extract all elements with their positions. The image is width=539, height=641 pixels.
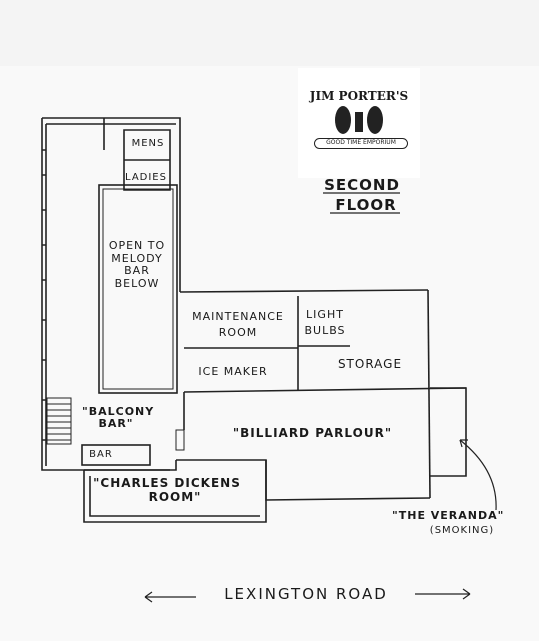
floor-title-line1: SECOND — [324, 176, 400, 194]
dickens-room-label-2: ROOM" — [148, 490, 202, 504]
billiard-parlour-label: "BILLIARD PARLOUR" — [232, 426, 393, 440]
storage-bottom-wall — [183, 387, 467, 393]
stairs-outline — [46, 397, 72, 445]
veranda-arrow-head — [459, 439, 468, 448]
billiard-stair — [175, 429, 185, 451]
maintenance-label-1: MAINTENANCE — [192, 310, 284, 323]
title-underline — [323, 192, 400, 214]
logo-figures-icon — [335, 106, 383, 134]
mens-label: MENS — [131, 138, 165, 149]
window-marks — [42, 149, 46, 441]
street-arrow-right — [415, 588, 471, 600]
smoking-label: (SMOKING) — [429, 525, 495, 536]
street-label: LEXINGTON ROAD — [224, 585, 388, 603]
right-wing-right-wall — [427, 289, 431, 499]
bar-line: BAR — [124, 264, 150, 278]
logo-name: JIM PORTER'S — [309, 89, 409, 103]
mens-room-wall — [123, 129, 171, 191]
stairs-treads — [47, 403, 71, 441]
light-bulbs-label-2: BULBS — [304, 324, 346, 337]
open-to-below-outline — [98, 184, 178, 394]
left-wing-top-wall — [42, 117, 181, 292]
open-to-below-inner — [102, 188, 174, 390]
street-arrow-left — [144, 591, 196, 603]
dickens-room-label-1: "CHARLES DICKENS — [93, 476, 241, 490]
balcony-bar-label-2: BAR" — [98, 417, 134, 430]
veranda-label: "THE VERANDA" — [392, 509, 505, 522]
bar-label: BAR — [89, 449, 113, 460]
ice-maker-label: ICE MAKER — [198, 365, 268, 378]
floor-title-line2: FLOOR — [335, 196, 397, 214]
dickens-room-inner — [89, 476, 260, 517]
light-bulbs-label-1: LIGHT — [306, 308, 344, 321]
bar-counter — [81, 444, 151, 466]
logo-tagline: GOOD TIME EMPORIUM — [314, 138, 408, 149]
dickens-top — [84, 460, 177, 471]
maintenance-label-2: ROOM — [218, 326, 258, 339]
veranda-wall — [430, 387, 467, 477]
storage-label: STORAGE — [337, 357, 403, 371]
plan-sheet — [0, 66, 539, 641]
melody-line: MELODY — [111, 251, 163, 265]
right-wing-top-wall — [179, 289, 429, 293]
below-line: BELOW — [114, 276, 160, 290]
veranda-arrow-curve — [459, 439, 497, 511]
ladies-label: LADIES — [125, 172, 167, 183]
open-to-below-label: OPEN TO MELODY BAR BELOW — [104, 239, 170, 291]
dickens-room-outer — [83, 460, 267, 523]
open-to-line: OPEN TO — [108, 239, 166, 252]
balcony-bar-label-1: "BALCONY — [82, 405, 155, 418]
